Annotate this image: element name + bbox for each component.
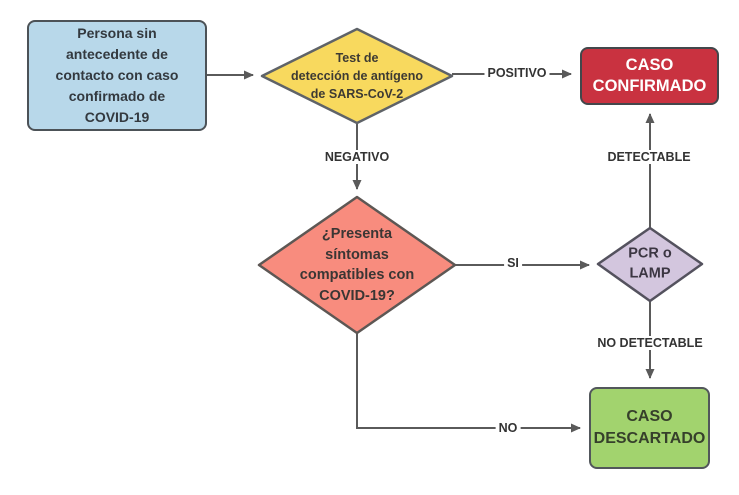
pcr-lamp-diamond [596, 226, 704, 303]
caso-descartado-node: CASO DESCARTADO [589, 387, 710, 469]
start-node-label: Persona sin antecedente de contacto con … [55, 25, 179, 125]
symptoms-label: ¿Presenta síntomas compatibles con COVID… [299, 225, 415, 304]
edge-label-no-detectable: NO DETECTABLE [594, 336, 706, 350]
edge-label-si: SI [504, 256, 522, 270]
edge-label-no: NO [495, 421, 521, 435]
edge-label-negativo: NEGATIVO [321, 150, 393, 164]
pcr-lamp-label: PCR o LAMP [628, 245, 672, 281]
antigen-test-label: Test de detección de antígeno de SARS-Co… [291, 50, 423, 102]
edge-no-line [356, 333, 581, 433]
caso-descartado-label: CASO DESCARTADO [593, 408, 706, 447]
symptoms-diamond [257, 195, 457, 335]
antigen-test-diamond [260, 27, 454, 125]
edge-label-detectable: DETECTABLE [604, 150, 694, 164]
edge-label-positivo: POSITIVO [484, 66, 550, 80]
caso-confirmado-label: CASO CONFIRMADO [592, 55, 707, 95]
caso-confirmado-node: CASO CONFIRMADO [580, 47, 719, 105]
start-node: Persona sin antecedente de contacto con … [27, 20, 207, 131]
